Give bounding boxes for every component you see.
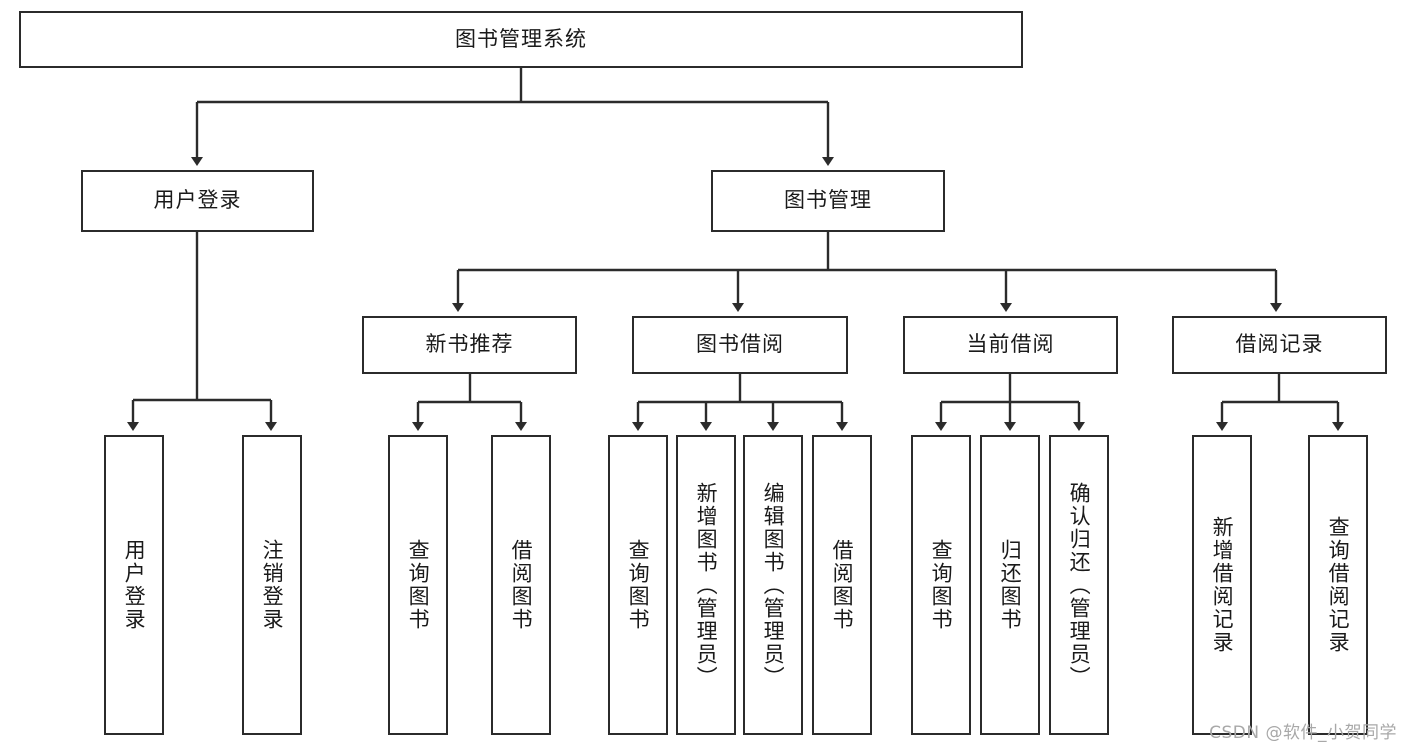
node-user-login-label: 用户登录 [153,188,242,213]
leaf-book-borrow-1-label: 新增图书（管理员） [694,481,719,689]
leaf-borrow-record-0[interactable]: 新增借阅记录 [1192,435,1252,735]
leaf-book-borrow-2[interactable]: 编辑图书（管理员） [743,435,803,735]
leaf-book-borrow-3-label: 借阅图书 [830,539,855,631]
leaf-borrow-record-0-label: 新增借阅记录 [1210,516,1235,654]
leaf-user-login-1[interactable]: 注销登录 [242,435,302,735]
node-borrow-record-label: 借阅记录 [1235,332,1324,357]
leaf-book-borrow-2-label: 编辑图书（管理员） [761,481,786,689]
leaf-user-login-1-label: 注销登录 [260,539,285,631]
node-book-borrow[interactable]: 图书借阅 [632,316,848,374]
leaf-current-borrow-0[interactable]: 查询图书 [911,435,971,735]
leaf-book-borrow-3[interactable]: 借阅图书 [812,435,872,735]
leaf-borrow-record-1-label: 查询借阅记录 [1326,516,1351,654]
node-root[interactable]: 图书管理系统 [19,11,1023,68]
node-book-management-label: 图书管理 [784,188,872,213]
leaf-current-borrow-0-label: 查询图书 [929,539,954,631]
leaf-book-borrow-0-label: 查询图书 [626,539,651,631]
leaf-new-book-1-label: 借阅图书 [509,539,534,631]
node-root-label: 图书管理系统 [455,26,587,51]
leaf-new-book-0[interactable]: 查询图书 [388,435,448,735]
leaf-current-borrow-1[interactable]: 归还图书 [980,435,1040,735]
leaf-current-borrow-2[interactable]: 确认归还（管理员） [1049,435,1109,735]
leaf-book-borrow-0[interactable]: 查询图书 [608,435,668,735]
leaf-user-login-0-label: 用户登录 [122,539,147,631]
leaf-book-borrow-1[interactable]: 新增图书（管理员） [676,435,736,735]
node-book-management[interactable]: 图书管理 [711,170,945,232]
leaf-new-book-0-label: 查询图书 [406,539,431,631]
node-current-borrow[interactable]: 当前借阅 [903,316,1118,374]
node-current-borrow-label: 当前借阅 [966,332,1055,357]
leaf-current-borrow-1-label: 归还图书 [998,539,1023,631]
node-new-book-recommend-label: 新书推荐 [425,332,514,357]
leaf-borrow-record-1[interactable]: 查询借阅记录 [1308,435,1368,735]
node-user-login[interactable]: 用户登录 [81,170,314,232]
node-new-book-recommend[interactable]: 新书推荐 [362,316,577,374]
leaf-new-book-1[interactable]: 借阅图书 [491,435,551,735]
leaf-user-login-0[interactable]: 用户登录 [104,435,164,735]
node-borrow-record[interactable]: 借阅记录 [1172,316,1387,374]
node-book-borrow-label: 图书借阅 [696,332,784,357]
leaf-current-borrow-2-label: 确认归还（管理员） [1067,481,1092,689]
